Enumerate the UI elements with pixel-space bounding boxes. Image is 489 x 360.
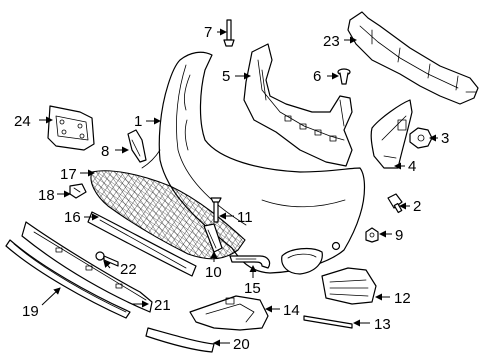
part-bracket-10	[203, 223, 223, 253]
callout-20: 20	[233, 336, 250, 353]
leader-lines	[39, 28, 438, 347]
callout-1: 1	[134, 113, 142, 130]
callout-14: 14	[283, 302, 300, 319]
callout-labels: 1 2 3 4 5 6 7 8 9 10 11 12 13 14 15 16 1…	[14, 24, 449, 353]
callout-7: 7	[204, 24, 212, 41]
callout-9: 9	[395, 227, 403, 244]
callout-19: 19	[22, 303, 39, 320]
callout-13: 13	[374, 316, 391, 333]
part-harness-bracket	[229, 255, 271, 269]
part-screw-7	[223, 19, 235, 47]
part-air-guide	[189, 295, 269, 331]
callout-3: 3	[441, 130, 449, 147]
part-fog-grille	[321, 267, 377, 305]
part-clip-22	[95, 251, 119, 267]
callout-2: 2	[413, 198, 421, 215]
part-chrome-trim	[145, 327, 215, 353]
part-license-bracket	[47, 105, 95, 151]
leader-19	[41, 287, 61, 306]
part-lower-strip	[5, 239, 131, 319]
callout-24: 24	[14, 113, 31, 130]
callout-6: 6	[313, 68, 321, 85]
callout-16: 16	[64, 209, 81, 226]
part-grille	[90, 170, 246, 260]
part-clip-18	[69, 183, 87, 199]
callout-18: 18	[38, 187, 55, 204]
callout-12: 12	[394, 290, 411, 307]
part-bolt-2	[387, 193, 403, 214]
callout-17: 17	[60, 166, 77, 183]
part-bracket-8	[127, 129, 147, 163]
part-side-bracket	[370, 99, 413, 169]
callout-10: 10	[205, 264, 222, 281]
callout-15: 15	[244, 280, 261, 297]
callout-23: 23	[323, 33, 340, 50]
callout-4: 4	[408, 158, 416, 175]
callout-5: 5	[222, 68, 230, 85]
part-upper-absorber	[347, 11, 479, 105]
part-lower-panel	[21, 221, 153, 313]
leader-22	[103, 260, 111, 269]
part-nut-9	[365, 227, 379, 243]
part-push-clip-6	[337, 68, 351, 85]
part-grille-trim	[87, 211, 197, 277]
part-clip-nut-3	[409, 127, 433, 149]
callout-11: 11	[237, 209, 253, 226]
callout-21: 21	[154, 297, 171, 314]
part-stud-11	[210, 197, 222, 223]
part-bumper-reinforcement	[243, 43, 353, 167]
callout-22: 22	[120, 261, 137, 278]
part-trim-strip	[303, 315, 353, 329]
callout-8: 8	[101, 143, 109, 160]
